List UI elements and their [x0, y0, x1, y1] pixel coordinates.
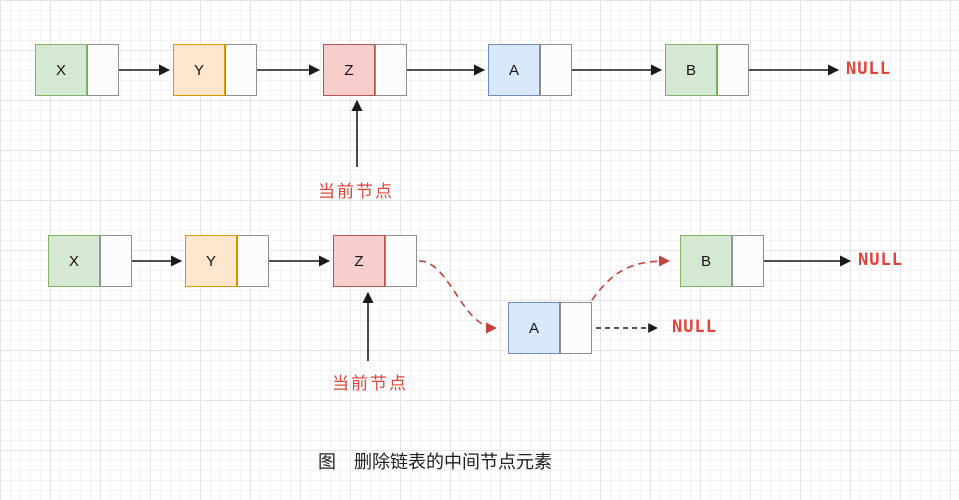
node-data-cell: Z: [323, 44, 375, 96]
node-pointer-cell: [717, 44, 749, 96]
node-label: Y: [205, 252, 216, 270]
node-data-cell: B: [680, 235, 732, 287]
node-bottom-y: Y: [185, 235, 269, 287]
node-data-cell: A: [488, 44, 540, 96]
null-label-detached: NULL: [672, 317, 717, 337]
node-label: B: [700, 252, 711, 270]
node-top-x: X: [35, 44, 119, 96]
figure-caption-text: 删除链表的中间节点元素: [354, 452, 552, 472]
node-top-z: Z: [323, 44, 407, 96]
node-data-cell: Y: [173, 44, 225, 96]
node-label: A: [508, 61, 519, 79]
node-top-y: Y: [173, 44, 257, 96]
node-data-cell: B: [665, 44, 717, 96]
node-bottom-b: B: [680, 235, 764, 287]
node-pointer-cell: [225, 44, 257, 96]
node-bottom-a-detached: A: [508, 302, 592, 354]
node-label: A: [528, 319, 539, 337]
figure-caption: 图删除链表的中间节点元素: [318, 448, 552, 474]
figure-caption-prefix: 图: [318, 452, 336, 472]
current-node-label-bottom: 当前节点: [332, 374, 408, 393]
node-data-cell: X: [35, 44, 87, 96]
node-data-cell: Y: [185, 235, 237, 287]
node-pointer-cell: [732, 235, 764, 287]
node-label: B: [685, 61, 696, 79]
node-pointer-cell: [87, 44, 119, 96]
node-bottom-x: X: [48, 235, 132, 287]
node-label: X: [55, 61, 66, 79]
null-label-top: NULL: [846, 59, 891, 79]
node-pointer-cell: [540, 44, 572, 96]
node-label: Z: [354, 252, 364, 270]
node-top-b: B: [665, 44, 749, 96]
node-pointer-cell: [385, 235, 417, 287]
node-data-cell: Z: [333, 235, 385, 287]
arrow-dashed-z-a: [418, 260, 498, 334]
node-label: X: [68, 252, 79, 270]
arrow-dashed-a-b: [591, 255, 671, 301]
node-data-cell: X: [48, 235, 100, 287]
node-pointer-cell: [237, 235, 269, 287]
node-bottom-z: Z: [333, 235, 417, 287]
node-pointer-cell: [375, 44, 407, 96]
node-pointer-cell: [100, 235, 132, 287]
node-label: Y: [193, 61, 204, 79]
node-top-a: A: [488, 44, 572, 96]
node-pointer-cell: [560, 302, 592, 354]
node-data-cell: A: [508, 302, 560, 354]
node-label: Z: [344, 61, 354, 79]
current-node-label-top: 当前节点: [318, 182, 394, 201]
null-label-bottom: NULL: [858, 250, 903, 270]
